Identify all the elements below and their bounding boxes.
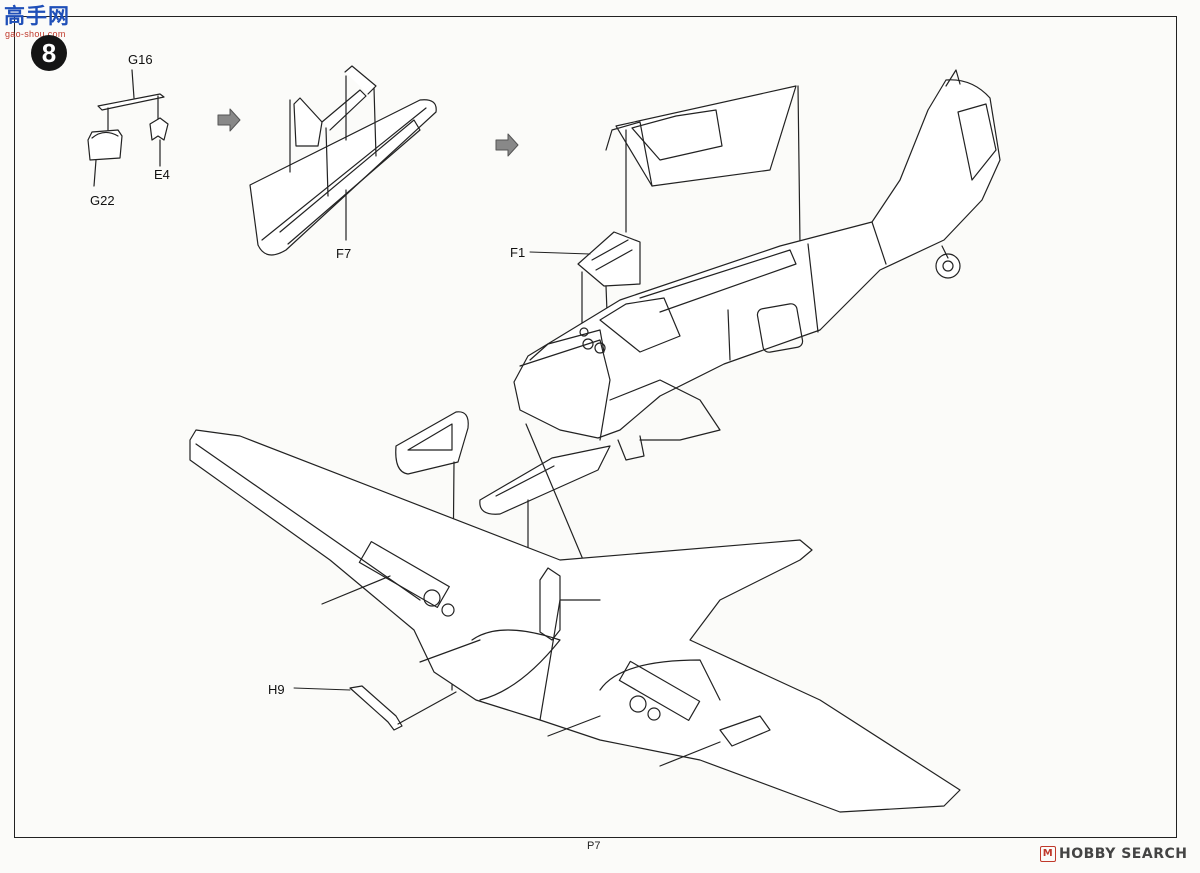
- watermark-title: 高手网: [4, 4, 70, 28]
- step-number-badge: 8: [31, 35, 67, 71]
- subassembly-cockpit-tub: [249, 65, 437, 256]
- page-number: P7: [587, 840, 601, 852]
- right-arrow-icon: [217, 108, 241, 132]
- watermark: 高手网 gao-shou.com: [4, 4, 74, 40]
- brand-text: HOBBY SEARCH: [1059, 846, 1188, 862]
- part-label-g16: G16: [128, 52, 153, 67]
- wing: [189, 429, 961, 813]
- instrument-panel-f1: [577, 231, 641, 339]
- part-label-e4: E4: [154, 167, 170, 182]
- canopy: [605, 85, 801, 245]
- part-label-g22: G22: [90, 193, 115, 208]
- part-label-f1: F1: [510, 245, 526, 260]
- part-label-f7: F7: [336, 246, 352, 261]
- leader-lines: [293, 251, 591, 691]
- part-h9-crank: [349, 685, 457, 731]
- engine-mount-upper: [395, 411, 469, 691]
- fuselage: [513, 69, 1001, 461]
- page-frame: [14, 16, 1177, 838]
- part-label-h9: H9: [268, 682, 285, 697]
- subassembly-seat-bracket: [87, 69, 169, 187]
- right-arrow-icon: [495, 133, 519, 157]
- watermark-url: gao-shou.com: [5, 29, 66, 39]
- brand-mark-icon: M: [1040, 846, 1056, 862]
